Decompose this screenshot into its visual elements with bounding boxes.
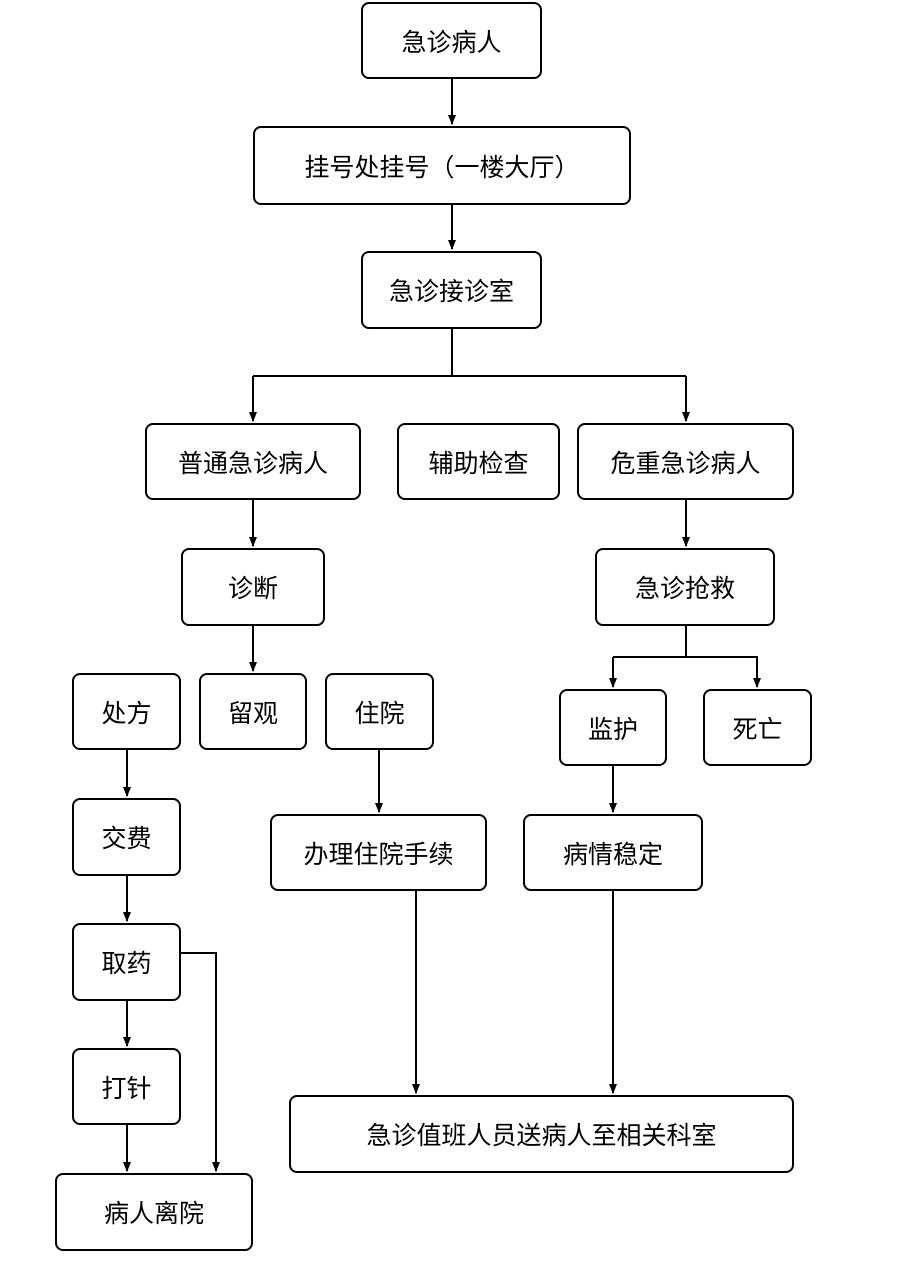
node-death: 死亡 — [703, 689, 812, 766]
node-rescue: 急诊抢救 — [595, 548, 775, 626]
node-patient-leaves: 病人离院 — [55, 1173, 253, 1251]
node-reception-room: 急诊接诊室 — [361, 251, 542, 329]
node-emergency-patient: 急诊病人 — [361, 2, 542, 79]
node-monitoring: 监护 — [559, 689, 667, 766]
node-diagnosis: 诊断 — [181, 548, 325, 626]
node-get-medicine: 取药 — [72, 923, 181, 1001]
arrow-medicine-to-leave — [180, 952, 220, 1172]
node-condition-stable: 病情稳定 — [523, 814, 703, 891]
node-staff-escort: 急诊值班人员送病人至相关科室 — [289, 1095, 794, 1173]
node-payment: 交费 — [72, 798, 181, 876]
line-rescue-branch — [613, 626, 687, 658]
node-registration: 挂号处挂号（一楼大厅） — [253, 126, 631, 205]
node-ordinary-patient: 普通急诊病人 — [145, 423, 361, 500]
node-admission-procedures: 办理住院手续 — [270, 814, 487, 891]
node-hospitalization: 住院 — [325, 673, 434, 750]
node-observation: 留观 — [199, 673, 307, 750]
node-critical-patient: 危重急诊病人 — [577, 423, 794, 500]
node-injection: 打针 — [72, 1048, 181, 1125]
node-auxiliary-exam: 辅助检查 — [397, 423, 560, 500]
arrow-to-death — [686, 656, 761, 688]
node-prescription: 处方 — [72, 673, 181, 750]
